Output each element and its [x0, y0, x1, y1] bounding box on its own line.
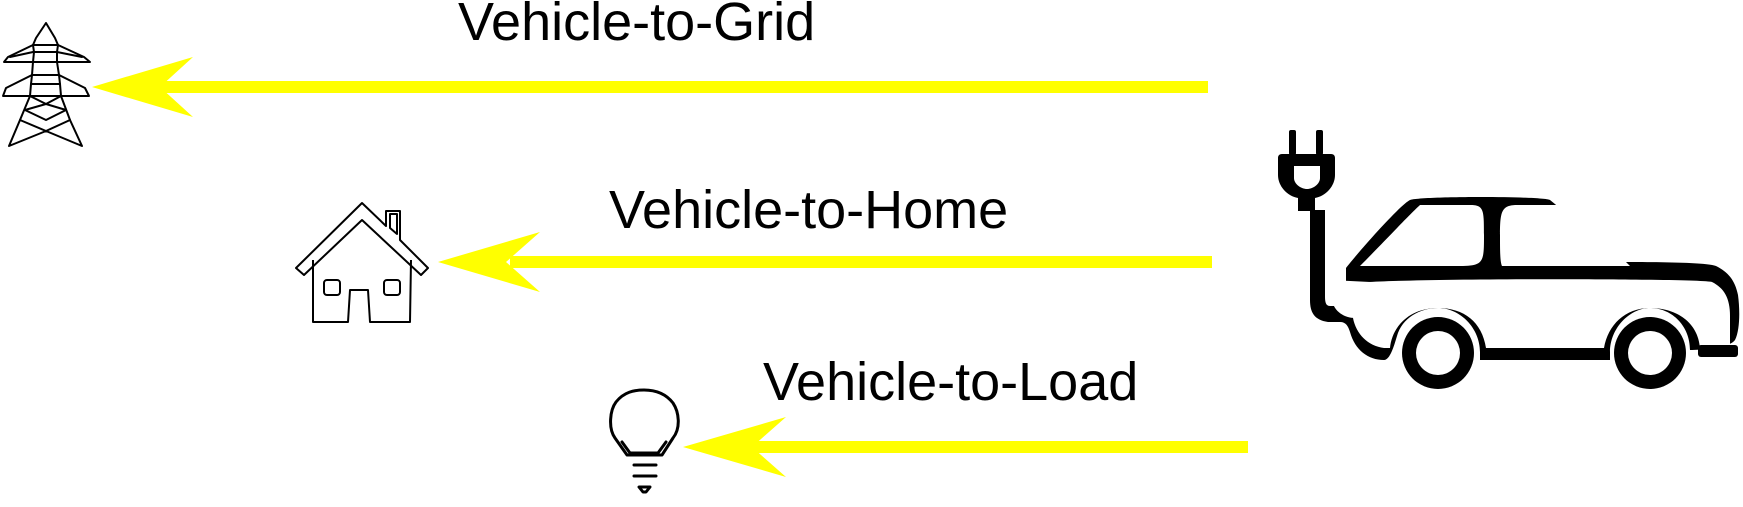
plug-icon — [1278, 130, 1335, 211]
arrow-v2l — [683, 417, 1248, 477]
light-bulb-icon — [609, 388, 680, 494]
arrow-v2g — [92, 57, 1208, 117]
label-vehicle-to-load: Vehicle-to-Load — [763, 352, 1139, 412]
car-icon — [1310, 197, 1740, 389]
label-vehicle-to-grid: Vehicle-to-Grid — [458, 0, 816, 52]
label-vehicle-to-home: Vehicle-to-Home — [609, 180, 1009, 240]
power-pylon-icon — [2, 22, 91, 147]
house-icon — [295, 202, 429, 323]
arrow-v2h — [438, 232, 1212, 292]
